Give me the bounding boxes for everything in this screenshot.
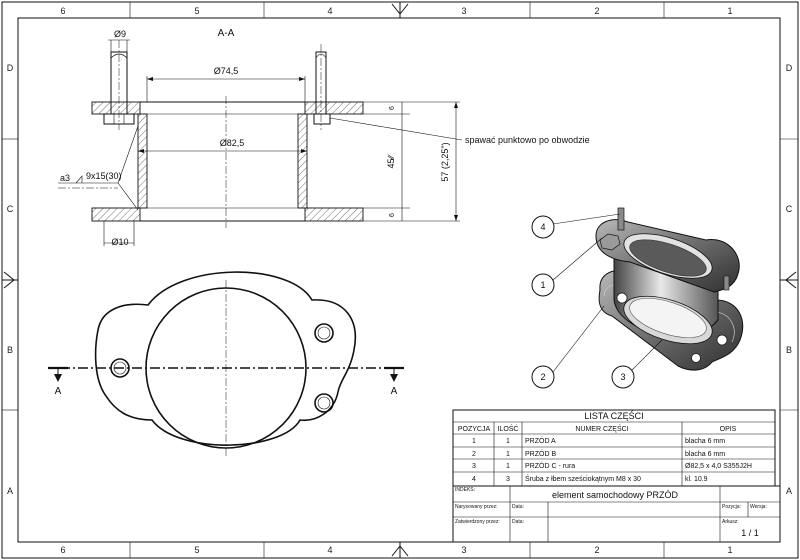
parts-list: LISTA CZĘŚCI POZYCJA ILOŚĆ NUMER CZĘŚCI … [452,409,776,487]
dim-tube-height: 45∕∕ [386,154,396,169]
weld-spec: 9x15(30) [86,171,122,181]
svg-text:5: 5 [194,545,199,555]
svg-text:B: B [786,345,792,355]
svg-text:D: D [7,63,14,73]
zone-col-2: 2 [594,6,599,16]
approved-by-label: Zatwierdzony przez: [455,519,500,525]
svg-text:PRZÓD B: PRZÓD B [525,449,556,458]
position-label: Pozycja: [722,504,741,510]
zone-col-3: 3 [461,6,466,16]
top-flange-right [304,101,364,115]
bolt-hole-top-right [314,323,334,343]
svg-text:blacha 6 mm: blacha 6 mm [685,438,725,445]
zone-col-4: 4 [327,6,332,16]
tube-wall-right [297,113,308,209]
dim-total-height: 57 (2,25") [440,142,450,181]
drawing-name: element samochodowy PRZÓD [552,490,679,500]
sheet-label: Arkusz: [722,519,739,525]
index-label: INDEKS: [455,487,475,493]
svg-text:blacha 6 mm: blacha 6 mm [685,451,725,458]
cut-label-left: A [55,386,62,397]
svg-text:D: D [786,63,793,73]
section-title: A-A [218,28,235,39]
svg-text:2: 2 [472,451,476,458]
svg-text:Ø82,5 x 4,0 S355J2H: Ø82,5 x 4,0 S355J2H [685,463,752,470]
flange-outline [94,271,356,446]
svg-text:3: 3 [620,372,625,382]
svg-text:4: 4 [540,222,545,232]
zone-col-5: 5 [194,6,199,16]
bottom-flange-left [91,207,141,222]
plan-view: A A [48,271,404,456]
dim-tube-diameter: Ø82,5 [220,138,245,148]
svg-text:4: 4 [472,476,476,483]
svg-text:Śruba z łbem sześciokątnym M8: Śruba z łbem sześciokątnym M8 x 30 [525,474,641,483]
dim-hole-diameter: Ø10 [111,237,128,247]
balloon-3 [611,365,635,389]
weld-size: a3 [60,173,70,183]
svg-text:C: C [786,204,793,214]
approved-date-label: Data: [512,519,524,525]
drawn-date-label: Data: [512,504,524,510]
drawn-by-label: Narysowany przez: [455,504,498,510]
svg-text:kl. 10.9: kl. 10.9 [685,476,708,483]
zone-col-6: 6 [60,6,65,16]
dim-bottom-thickness: 6 [389,213,396,217]
dim-bolt-diameter: Ø9 [114,29,126,39]
svg-text:1: 1 [506,463,510,470]
svg-text:4: 4 [327,545,332,555]
svg-text:3: 3 [506,476,510,483]
zone-col-1: 1 [727,6,732,16]
svg-text:A: A [7,486,13,496]
svg-text:1: 1 [540,280,545,290]
svg-text:B: B [7,345,13,355]
balloon-4 [531,215,555,239]
svg-text:3: 3 [461,545,466,555]
parts-list-title: LISTA CZĘŚCI [584,410,643,421]
balloon-1 [531,273,555,297]
svg-text:1: 1 [506,451,510,458]
title-block: INDEKS: element samochodowy PRZÓD Naryso… [452,485,781,543]
sheet-number: 1 / 1 [741,528,759,538]
isometric-view: 4 1 2 3 [531,207,744,389]
version-label: Wersja: [750,504,767,510]
section-view: A-A Ø9 [58,28,590,247]
bolt-hole-bottom-right [314,393,334,413]
svg-text:1: 1 [472,438,476,445]
svg-text:1: 1 [506,438,510,445]
tube-wall-left [137,113,148,209]
svg-text:ILOŚĆ: ILOŚĆ [497,424,518,433]
dim-top-thickness: 6 [389,106,396,110]
cut-label-right: A [391,386,398,397]
svg-text:PRZÓD A: PRZÓD A [525,436,556,445]
svg-text:NUMER CZĘŚCI: NUMER CZĘŚCI [575,424,628,433]
svg-text:A: A [786,486,792,496]
svg-text:3: 3 [472,463,476,470]
svg-text:C: C [7,204,14,214]
zone-labels-top: 6 5 4 3 2 1 [60,6,732,16]
svg-text:6: 6 [60,545,65,555]
dim-inner-top: Ø74,5 [214,66,239,76]
svg-text:2: 2 [594,545,599,555]
svg-text:2: 2 [540,372,545,382]
weld-note: spawać punktowo po obwodzie [465,135,590,145]
top-flange-left [91,101,141,115]
balloon-2 [531,365,555,389]
svg-text:OPIS: OPIS [720,426,737,433]
zone-labels-left: D C B A [7,63,14,496]
zone-labels-bottom: 6 5 4 3 2 1 [60,545,732,555]
svg-text:PRZÓD C - rura: PRZÓD C - rura [525,461,575,470]
zone-labels-right: D C B A [786,63,793,496]
svg-text:1: 1 [727,545,732,555]
bottom-flange-right [304,207,364,222]
svg-text:POZYCJA: POZYCJA [458,426,491,433]
